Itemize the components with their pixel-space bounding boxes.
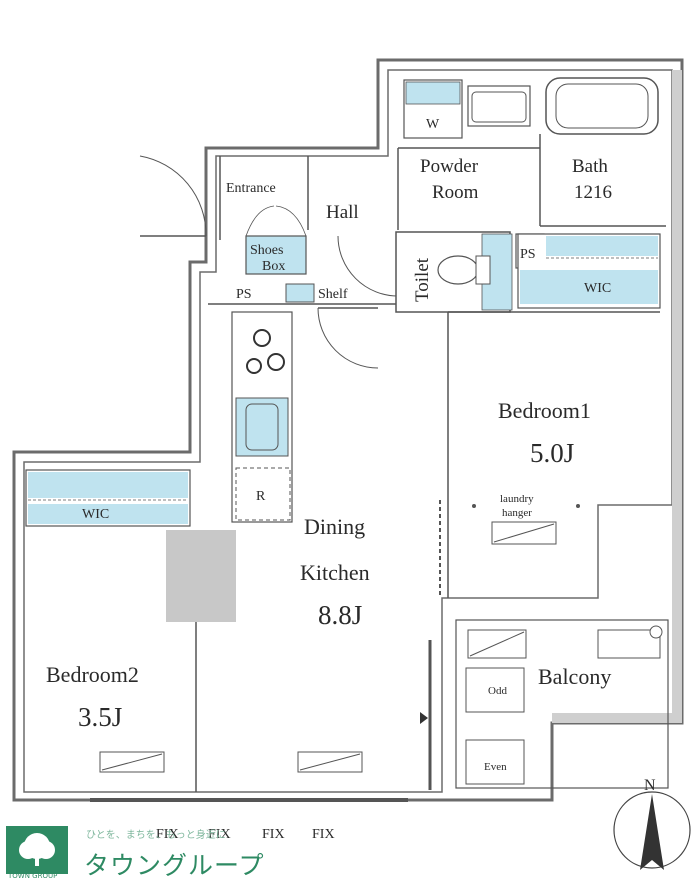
powder-room-fixtures [397, 79, 540, 230]
fix-label-3: FIX [262, 827, 285, 842]
compass-north-icon: N [613, 777, 691, 870]
bedroom2-label: Bedroom2 [46, 662, 139, 687]
entry-marker [420, 712, 428, 724]
wic-upper [517, 233, 661, 309]
powder-room-label-2: Room [432, 182, 479, 203]
shoes-box-label-2: Box [262, 259, 285, 274]
fix-label-4: FIX [312, 827, 335, 842]
odd-label: Odd [488, 685, 507, 697]
logo-name: タウングループ [84, 851, 265, 880]
powder-room-label-1: Powder [420, 156, 479, 177]
ps-label-upper: PS [520, 247, 536, 262]
ps-label-lower: PS [236, 287, 252, 302]
washer-label: W [426, 117, 440, 132]
toilet-room [395, 231, 513, 313]
bathtub [539, 77, 666, 227]
entrance-walls [139, 155, 309, 240]
fix-label-1: FIX [156, 827, 179, 842]
refrigerator-label: R [256, 489, 266, 504]
dining-label-1: Dining [304, 514, 365, 539]
logo-tagline: ひとを、まちを、もっと身近に [86, 830, 226, 841]
laundry-label-1: laundry [500, 493, 534, 505]
fix-label-2: FIX [208, 827, 231, 842]
bath-label-1: Bath [572, 156, 608, 177]
toilet-label: Toilet [412, 257, 433, 302]
kitchen-door [317, 307, 379, 369]
balcony [455, 619, 669, 789]
bedroom1-area: 5.0J [530, 438, 574, 468]
bedroom1-label: Bedroom1 [498, 398, 591, 423]
bath-label-2: 1216 [574, 182, 612, 203]
shoes-box-label-1: Shoes [250, 243, 283, 258]
dining-area: 8.8J [318, 600, 362, 630]
shelf [285, 283, 315, 303]
hall-door [337, 235, 399, 297]
shoes-box [245, 205, 307, 275]
exterior-wall-bottom [552, 713, 682, 723]
exterior-wall-right [672, 70, 682, 723]
even-label: Even [484, 761, 507, 773]
hall-label: Hall [326, 202, 359, 223]
wic-lower [25, 469, 191, 527]
entrance-label: Entrance [226, 181, 276, 196]
logo-sub-text: TOWN GROUP [8, 872, 58, 880]
bedroom2-area: 3.5J [78, 702, 122, 732]
bedroom1-walls [447, 311, 660, 598]
compass-label: N [644, 777, 656, 794]
wic-lower-label: WIC [82, 507, 109, 522]
balcony-label: Balcony [538, 664, 611, 689]
kitchen-counter [231, 311, 293, 523]
laundry-label-2: hanger [502, 507, 532, 519]
town-group-logo-icon [6, 826, 68, 874]
shelf-label: Shelf [318, 287, 348, 302]
dining-label-2: Kitchen [300, 560, 370, 585]
wic-upper-label: WIC [584, 281, 611, 296]
structural-column [166, 530, 236, 622]
